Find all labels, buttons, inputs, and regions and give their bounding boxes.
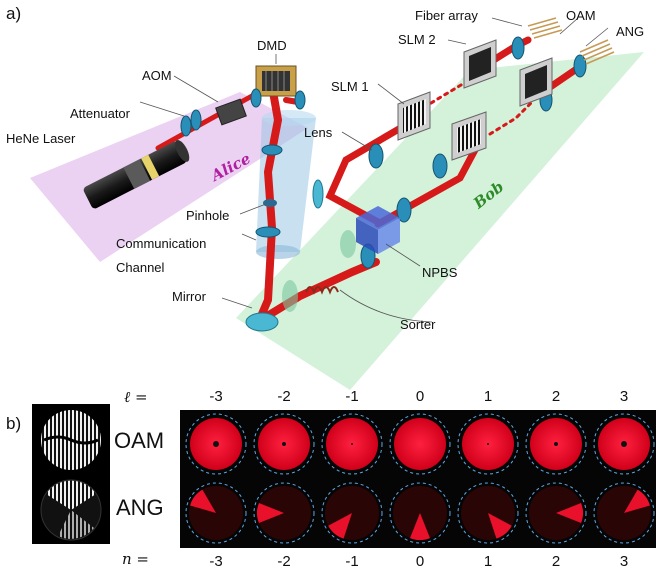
label-aom: AOM: [142, 68, 172, 83]
label-communication-1: Communication: [116, 236, 207, 251]
n-value: -2: [277, 553, 291, 570]
ell-value: 0: [415, 388, 425, 405]
row-label-ang: ANG: [116, 495, 164, 520]
phase-mask: [32, 404, 110, 544]
label-oam: OAM: [566, 8, 596, 23]
ang-spot: [525, 482, 587, 544]
n-value: -1: [345, 553, 359, 570]
slm2: [463, 39, 553, 107]
label-mirror: Mirror: [172, 289, 206, 304]
npbs: [356, 206, 400, 254]
n-value: 1: [483, 553, 493, 570]
n-value: 0: [415, 553, 425, 570]
ang-spot: [321, 482, 383, 544]
pinhole: [263, 199, 277, 207]
ang-spot: [253, 482, 315, 544]
oam-spot: [525, 413, 587, 475]
dmd: [255, 65, 297, 97]
mirror-2: [312, 179, 324, 209]
oam-spot: [389, 413, 451, 475]
oam-spot: [253, 413, 315, 475]
ang-row: [185, 482, 655, 544]
label-slm2: SLM 2: [398, 32, 436, 47]
pointer-lines: [139, 17, 609, 323]
label-fiber-array: Fiber array: [415, 8, 478, 23]
label-slm1: SLM 1: [331, 79, 369, 94]
label-communication-2: Channel: [116, 260, 165, 275]
oam-row: [185, 413, 655, 475]
sorter: [282, 230, 356, 312]
ell-value: -3: [209, 388, 223, 405]
aom-box: [215, 98, 247, 126]
panel-a-letter: a): [6, 4, 22, 23]
oam-spot: [321, 413, 383, 475]
ang-spot: [389, 482, 451, 544]
ell-value: -2: [277, 388, 291, 405]
label-sorter: Sorter: [400, 317, 436, 332]
label-hene-laser: HeNe Laser: [6, 131, 76, 146]
panel-b-letter: b): [6, 414, 22, 433]
label-pinhole: Pinhole: [186, 208, 230, 223]
attenuator: [180, 109, 202, 137]
ang-spot: [593, 482, 655, 544]
ell-value: 1: [483, 388, 493, 405]
fiber-array: [527, 17, 615, 65]
slm1: [397, 91, 487, 161]
bob-plane: [236, 52, 644, 390]
ell-symbol: ℓ =: [124, 388, 148, 406]
n-symbol: n =: [122, 550, 149, 568]
label-dmd: DMD: [257, 38, 287, 53]
ell-value: 3: [619, 388, 629, 405]
alice-plane: [30, 92, 308, 262]
oam-spot: [185, 413, 247, 475]
ang-spot: [185, 482, 247, 544]
hene-laser: [83, 140, 190, 209]
label-lens: Lens: [304, 125, 333, 140]
n-value: 2: [551, 553, 561, 570]
mirror: [245, 312, 279, 332]
lenses: [250, 36, 587, 269]
label-attenuator: Attenuator: [70, 106, 130, 121]
ell-value: 2: [551, 388, 561, 405]
oam-spot: [457, 413, 519, 475]
ell-value: -1: [345, 388, 359, 405]
oam-spot: [593, 413, 655, 475]
row-label-oam: OAM: [114, 428, 165, 453]
label-npbs: NPBS: [422, 265, 458, 280]
n-value: -3: [209, 553, 223, 570]
n-value: 3: [619, 553, 629, 570]
ang-spot: [457, 482, 519, 544]
label-ang: ANG: [616, 24, 645, 39]
